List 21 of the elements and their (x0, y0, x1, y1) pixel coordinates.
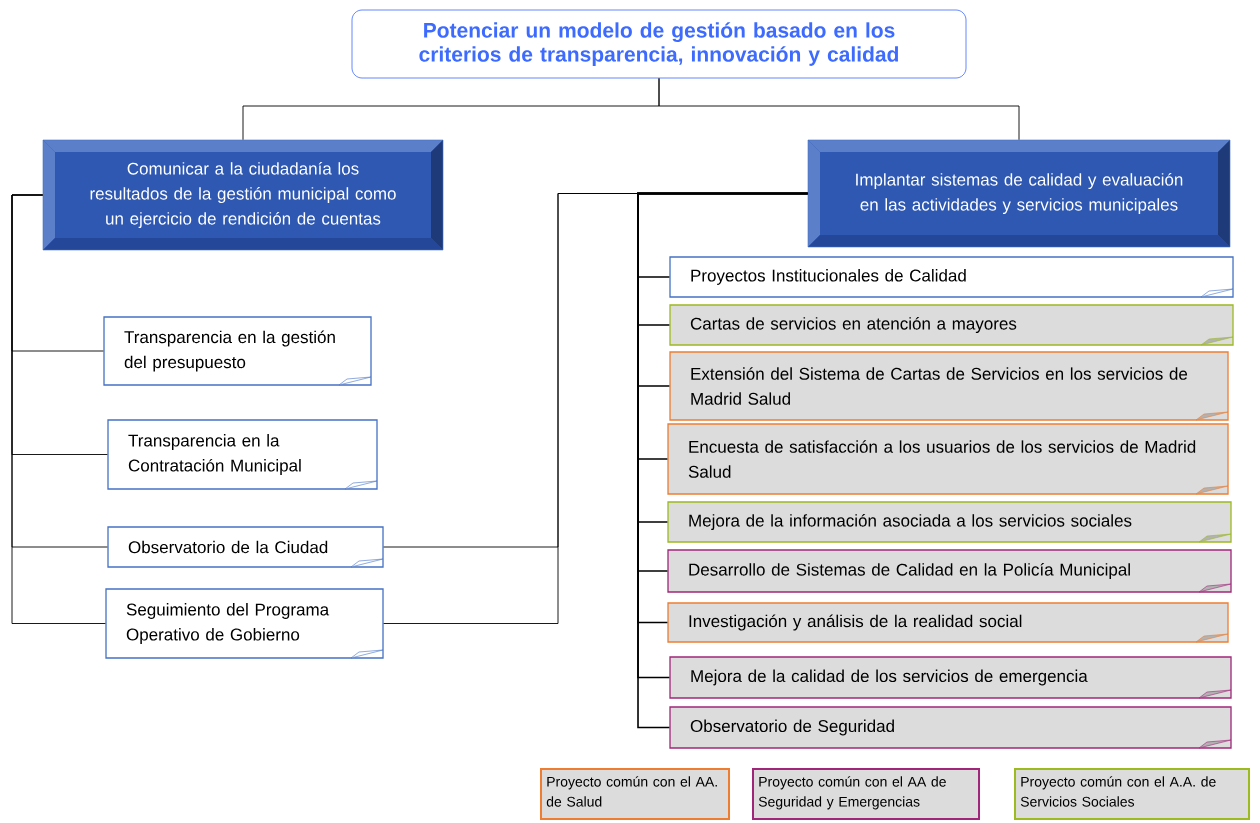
project-note: Cartas de servicios en atención a mayores (669, 304, 1234, 346)
connector-line (658, 77, 1020, 141)
project-note: Mejora de la calidad de los servicios de emergencia (669, 656, 1232, 699)
project-note: Observatorio de la Ciudad (107, 526, 384, 568)
project-note: Mejora de la información asociada a los servicios sociales (667, 501, 1232, 543)
objective-box: Comunicar a la ciudadanía los resultados de la gestión municipal como un ejercicio de rendición de cuentas (42, 139, 444, 251)
objective-box: Implantar sistemas de calidad y evaluación en las actividades y servicios municipales (807, 139, 1231, 248)
project-note: Seguimiento del Programa Operativo de Gobierno (105, 588, 384, 659)
legend-box: Proyecto común con el AA. de Salud (540, 768, 730, 820)
project-note: Desarrollo de Sistemas de Calidad en la Policía Municipal (667, 549, 1232, 593)
project-note: Transparencia en la gestión del presupuesto (103, 316, 372, 386)
project-note: Observatorio de Seguridad (669, 706, 1232, 749)
legend-box: Proyecto común con el AA de Seguridad y Emergencias (752, 768, 980, 820)
goal-box: Potenciar un modelo de gestión basado en los criterios de transparencia, innovación y calidad (351, 9, 967, 79)
project-note: Extensión del Sistema de Cartas de Servicios en los servicios de Madrid Salud (669, 351, 1229, 421)
project-note: Proyectos Institucionales de Calidad (669, 256, 1234, 298)
project-note: Transparencia en la Contratación Municipal (107, 419, 378, 490)
connector-line (11, 194, 106, 624)
project-note: Encuesta de satisfacción a los usuarios de los servicios de Madrid Salud (667, 423, 1229, 495)
legend-box: Proyecto común con el A.A. de Servicios Sociales (1014, 768, 1250, 820)
project-note: Investigación y análisis de la realidad social (667, 602, 1229, 643)
